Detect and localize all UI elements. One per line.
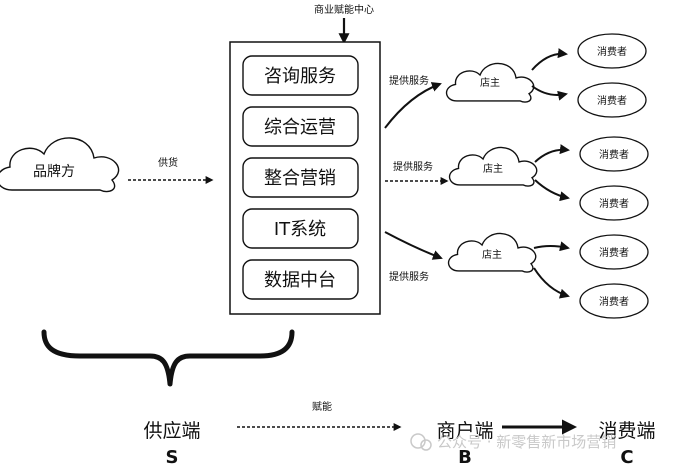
consumer-label: 消费者 [599,246,629,259]
consumer-arrow-2b [534,179,570,202]
watermark-text: 公众号 · 新零售新市场营销 [437,433,616,451]
service-label: 数据中台 [264,270,336,291]
consumer-label: 消费者 [599,148,629,161]
supply-side-brace [41,329,295,387]
shop-label-2: 店主 [483,162,503,175]
consumer-arrow-3a [533,241,570,252]
service-edge-label-1: 提供服务 [389,74,429,87]
service-label: 综合运营 [264,117,336,138]
consumer-side-code: C [620,447,633,468]
consumer-node-2a: 消费者 [579,136,649,172]
consumer-arrow-1b [531,85,568,101]
consumer-node-1a: 消费者 [577,33,647,69]
service-edge-label-2: 提供服务 [393,160,433,173]
consumer-label: 消费者 [597,94,627,107]
service-综合运营: 综合运营 [242,106,359,147]
service-咨询服务: 咨询服务 [242,55,359,96]
shop-label-1: 店主 [480,76,500,89]
merchant-side-label: 商户端 [436,420,493,442]
service-数据中台: 数据中台 [242,259,359,300]
consumer-label: 消费者 [599,197,629,210]
enable-label: 赋能 [312,400,332,413]
supply-side-code: S [166,447,179,468]
consumer-label: 消费者 [599,295,629,308]
consumer-arrow-3b [533,267,570,299]
consumer-node-3a: 消费者 [579,234,649,270]
service-IT系统: IT系统 [242,208,359,249]
shop-label-3: 店主 [482,248,502,261]
consumer-label: 消费者 [597,45,627,58]
consumer-node-2b: 消费者 [579,185,649,221]
service-edge-label-3: 提供服务 [389,270,429,283]
consumer-node-3b: 消费者 [579,283,649,319]
hub-title: 商业赋能中心 [314,3,374,16]
service-arrow-1 [384,82,442,129]
supply-side-label: 供应端 [143,420,200,442]
brand-label: 品牌方 [33,163,75,180]
consumer-arrow-1a [531,48,568,71]
service-整合营销: 整合营销 [242,157,359,198]
consumer-arrow-2a [534,144,570,163]
service-label: IT系统 [274,219,326,240]
service-label: 咨询服务 [264,66,336,87]
supply-goods-label: 供货 [158,156,178,169]
consumer-node-1b: 消费者 [577,82,647,118]
consumer-side-label: 消费端 [598,420,655,442]
wechat-icon [410,433,426,449]
service-label: 整合营销 [264,168,336,189]
brand-cloud: 品牌方 [0,137,120,193]
service-arrow-3 [384,231,443,260]
merchant-side-code: B [458,447,472,468]
wechat-watermark: 公众号 · 新零售新市场营销 [410,433,616,451]
